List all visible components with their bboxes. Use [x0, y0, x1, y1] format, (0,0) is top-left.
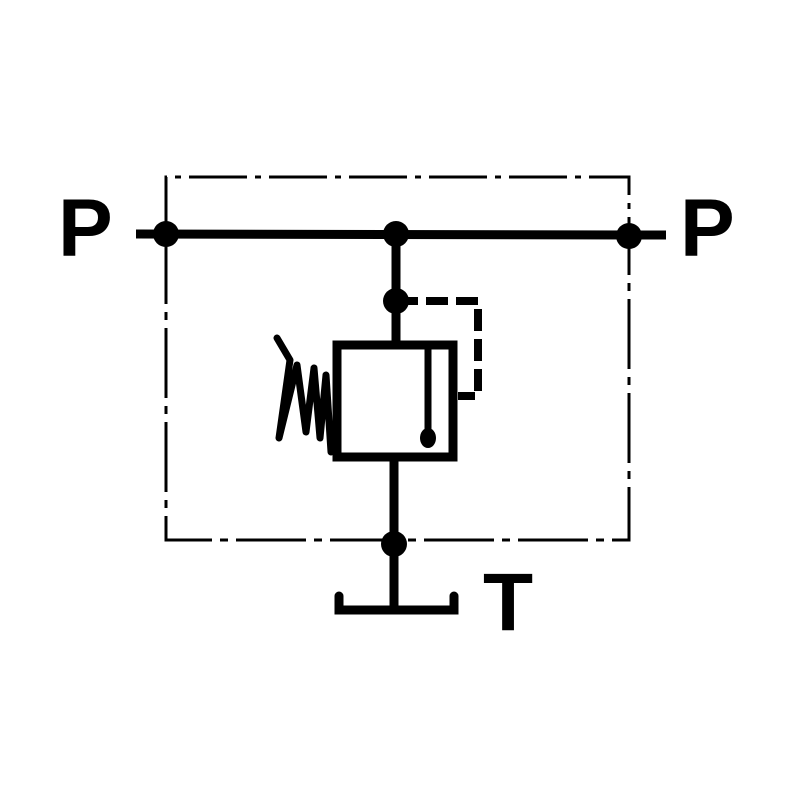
spring-icon	[273, 334, 335, 456]
tank-icon	[334, 591, 459, 615]
port-label-p-left: P	[58, 183, 113, 274]
junction-center-top	[383, 221, 409, 247]
port-label-t: T	[483, 557, 534, 648]
port-label-p-right: P	[680, 183, 735, 274]
pilot-line	[396, 297, 482, 400]
junction-tank	[381, 531, 407, 557]
junction-dots	[153, 221, 642, 557]
junction-right	[616, 223, 642, 249]
junction-left	[153, 221, 179, 247]
junction-pilot	[383, 288, 409, 314]
valve-flow-stop	[420, 428, 436, 448]
